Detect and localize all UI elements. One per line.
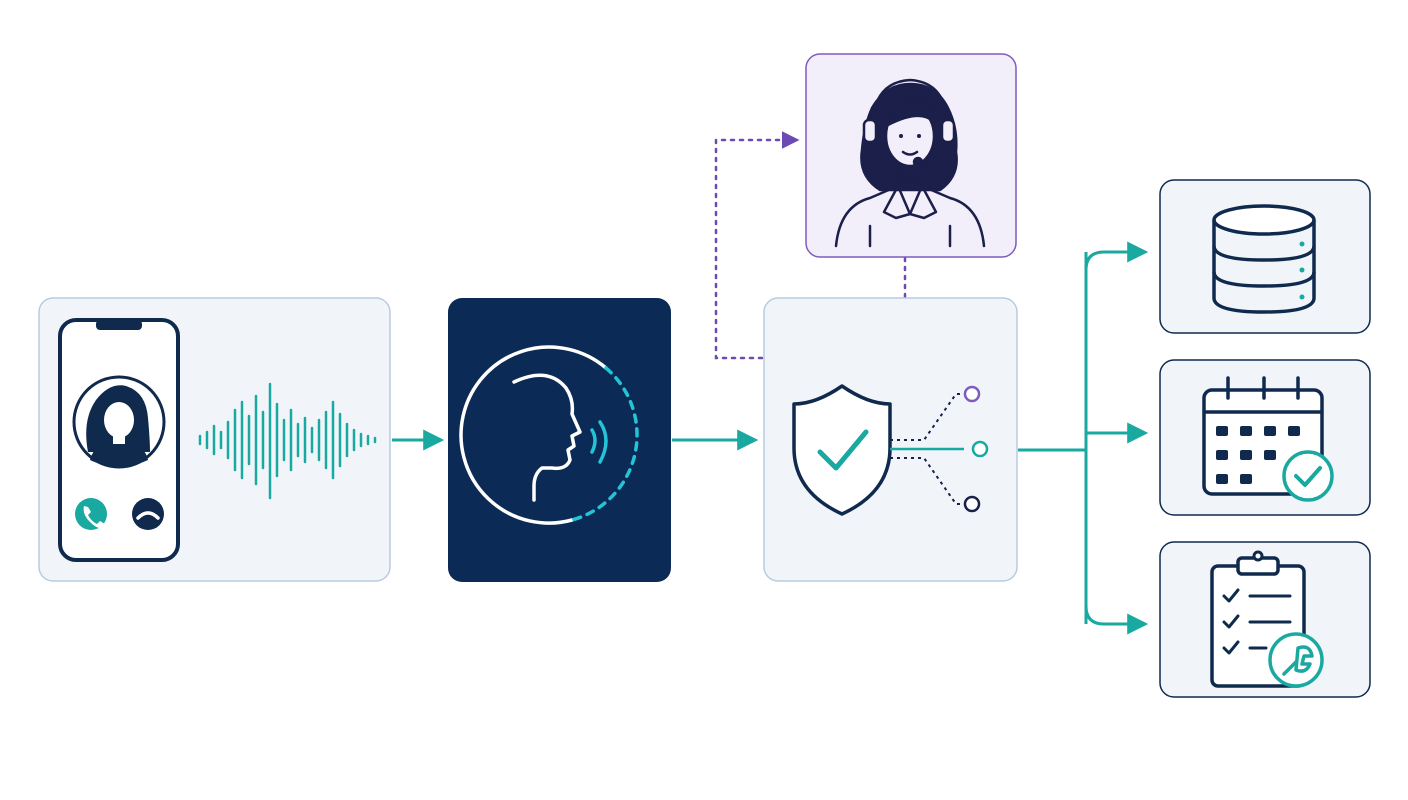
shield-check-icon xyxy=(792,384,892,516)
edge-to-database xyxy=(1084,241,1149,271)
headset-agent-icon xyxy=(834,78,986,248)
clipboard-wrench-icon xyxy=(1210,550,1324,688)
voice-ai-panel xyxy=(448,298,671,582)
calendar-check-icon xyxy=(1202,376,1334,502)
smartphone-caller-icon xyxy=(58,318,180,562)
edge-to-work-order xyxy=(1084,605,1149,635)
caller-panel xyxy=(38,297,391,582)
database-panel xyxy=(1159,179,1371,334)
work-order-panel xyxy=(1159,541,1371,698)
verification-panel xyxy=(763,297,1018,582)
edges xyxy=(392,131,1149,635)
calendar-panel xyxy=(1159,359,1371,516)
decision-branches-icon xyxy=(890,385,989,513)
speaking-head-icon xyxy=(459,345,639,525)
sound-wave-icon xyxy=(198,382,377,500)
database-icon xyxy=(1212,204,1316,314)
edge-verification-to-human-agent xyxy=(714,131,800,360)
human-agent-panel xyxy=(805,53,1017,258)
